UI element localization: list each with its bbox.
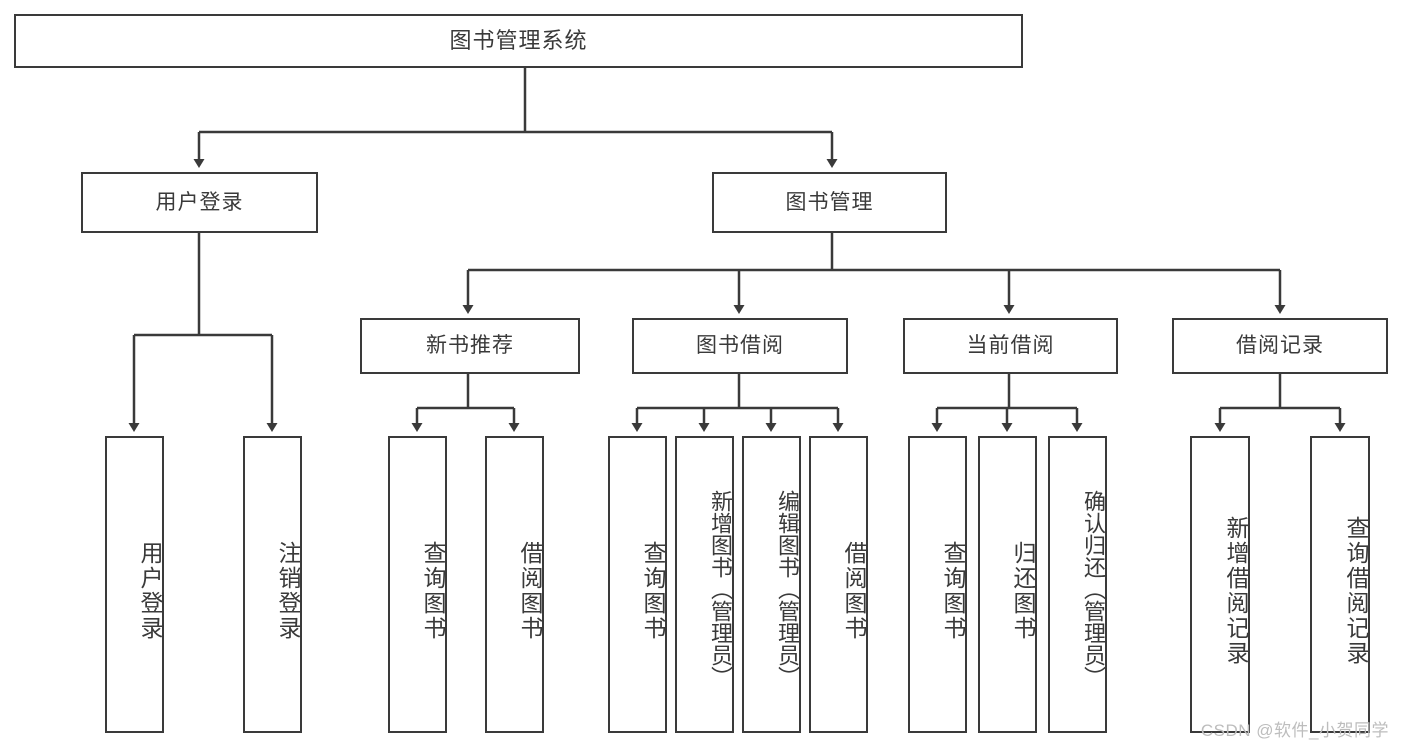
node-label: 确认归还（管理员） (1081, 489, 1106, 688)
node-leaf-query-book-1[interactable]: 查询图书 (388, 436, 447, 733)
node-borrow-record[interactable]: 借阅记录 (1172, 318, 1388, 374)
node-label: 新增图书（管理员） (708, 489, 733, 688)
node-label: 借阅图书 (517, 540, 543, 641)
node-leaf-add-record[interactable]: 新增借阅记录 (1190, 436, 1250, 733)
node-leaf-borrow-book-2[interactable]: 借阅图书 (809, 436, 868, 733)
node-leaf-user-logout[interactable]: 注销登录 (243, 436, 302, 733)
node-user-login[interactable]: 用户登录 (81, 172, 318, 233)
node-leaf-confirm-return[interactable]: 确认归还（管理员） (1048, 436, 1107, 733)
node-leaf-query-record[interactable]: 查询借阅记录 (1310, 436, 1370, 733)
node-label: 查询图书 (420, 540, 446, 641)
node-leaf-borrow-book-1[interactable]: 借阅图书 (485, 436, 544, 733)
watermark: CSDN @软件_小贺同学 (1200, 721, 1389, 740)
node-leaf-query-book-2[interactable]: 查询图书 (608, 436, 667, 733)
node-book-manage[interactable]: 图书管理 (712, 172, 947, 233)
node-book-borrow[interactable]: 图书借阅 (632, 318, 848, 374)
node-leaf-add-book[interactable]: 新增图书（管理员） (675, 436, 734, 733)
node-label: 用户登录 (137, 540, 163, 641)
node-leaf-user-login[interactable]: 用户登录 (105, 436, 164, 733)
node-current-borrow[interactable]: 当前借阅 (903, 318, 1118, 374)
node-label: 新增借阅记录 (1223, 515, 1249, 666)
node-label: 查询图书 (640, 540, 666, 641)
node-label: 新书推荐 (426, 334, 514, 358)
node-leaf-return-book[interactable]: 归还图书 (978, 436, 1037, 733)
node-label: 当前借阅 (966, 334, 1055, 358)
node-label: 查询借阅记录 (1343, 515, 1369, 666)
node-label: 图书借阅 (696, 334, 784, 358)
node-label: 归还图书 (1010, 540, 1036, 641)
node-leaf-edit-book[interactable]: 编辑图书（管理员） (742, 436, 801, 733)
node-label: 查询图书 (940, 540, 966, 641)
node-label: 注销登录 (275, 540, 301, 641)
node-new-book-recommend[interactable]: 新书推荐 (360, 318, 580, 374)
node-label: 图书管理 (785, 190, 874, 214)
node-label: 编辑图书（管理员） (775, 489, 800, 688)
node-label: 借阅图书 (841, 540, 867, 641)
node-root-title[interactable]: 图书管理系统 (14, 14, 1023, 68)
node-label: 用户登录 (155, 190, 244, 214)
node-leaf-query-book-3[interactable]: 查询图书 (908, 436, 967, 733)
node-label: 借阅记录 (1236, 334, 1324, 358)
node-label: 图书管理系统 (449, 27, 588, 53)
